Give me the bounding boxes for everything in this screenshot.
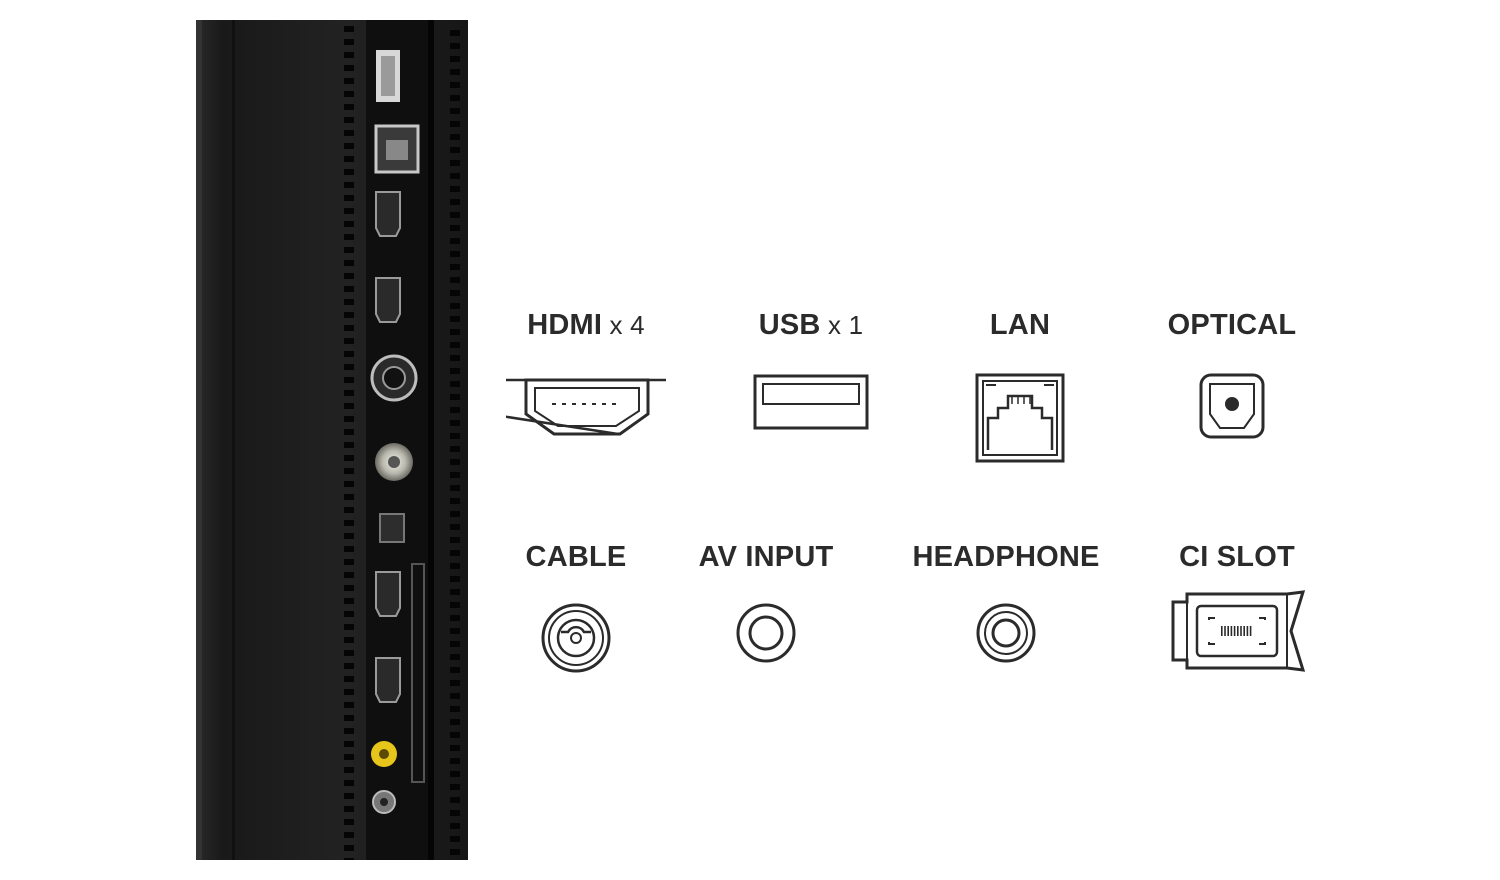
port-headphone: HEADPHONE: [896, 540, 1116, 664]
port-optical: OPTICAL: [1122, 308, 1342, 440]
lan-port-icon: [975, 373, 1065, 463]
port-hdmi: HDMI x 4: [476, 308, 696, 444]
port-label: CABLE: [525, 541, 627, 573]
port-av-input: AV INPUT: [656, 540, 876, 664]
tv-rear-panel-image: [196, 20, 468, 860]
ci-slot-icon: [1171, 590, 1305, 672]
port-label: LAN: [989, 309, 1051, 341]
port-usb: USB x 1: [701, 308, 921, 432]
cable-port-icon: [541, 603, 611, 673]
port-label: OPTICAL: [1167, 309, 1297, 341]
hdmi-port-icon: [506, 378, 666, 436]
port-lan: LAN: [910, 308, 1130, 464]
port-label: HEADPHONE: [912, 541, 1100, 573]
port-label: USB x 1: [758, 309, 864, 341]
port-ci-slot: CI SLOT: [1127, 540, 1347, 672]
av-input-port-icon: [736, 603, 796, 663]
port-label: AV INPUT: [698, 541, 834, 573]
headphone-port-icon: [976, 603, 1036, 663]
port-cable: CABLE: [466, 540, 686, 674]
usb-port-icon: [753, 374, 869, 430]
port-label: HDMI x 4: [527, 309, 645, 341]
optical-port-icon: [1199, 373, 1265, 439]
port-label: CI SLOT: [1179, 541, 1295, 573]
